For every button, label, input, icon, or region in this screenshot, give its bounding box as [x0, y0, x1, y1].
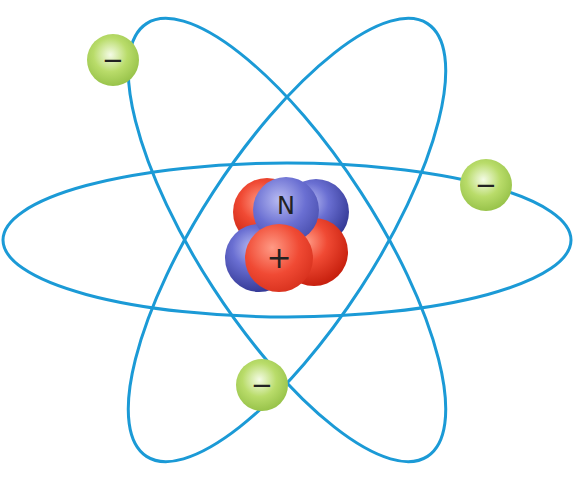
- electron-sign: −: [102, 47, 124, 73]
- proton: +: [245, 224, 313, 292]
- electron: −: [87, 34, 139, 86]
- electron-sign: −: [251, 372, 273, 398]
- electron: −: [460, 159, 512, 211]
- orbit-paths: [3, 0, 571, 480]
- electron: −: [236, 359, 288, 411]
- electron-sign: −: [475, 172, 497, 198]
- neutron-sign: N: [277, 194, 295, 218]
- nucleus-back: [225, 178, 349, 292]
- proton-sign: +: [266, 243, 291, 273]
- orbit: [3, 163, 571, 317]
- orbit: [73, 0, 502, 480]
- orbit: [73, 0, 502, 480]
